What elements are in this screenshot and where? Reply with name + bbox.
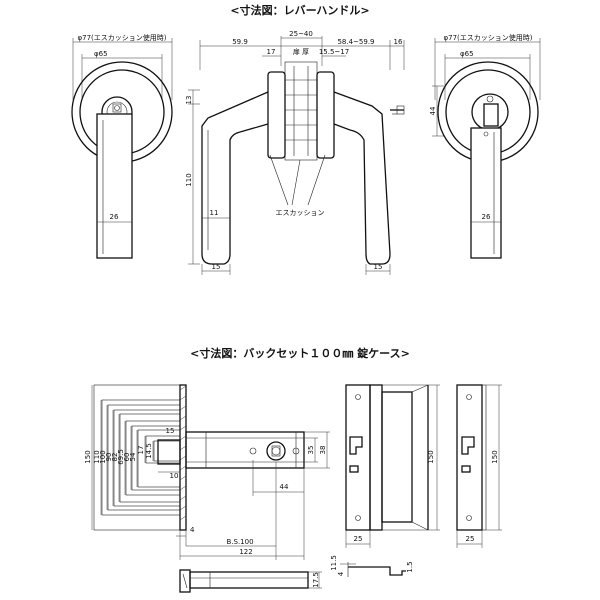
dim-16: 16 [394,38,403,46]
case-dim-38: 38 [319,446,327,455]
case-dim-44: 44 [280,483,289,491]
case-h-17: 17 [137,446,145,455]
dim-15-left: 15 [212,263,221,271]
dim-11: 11 [210,209,219,217]
lever-side-view: 59.9 25~40 58.4~59.9 16 17 15.5~17 扉 厚 [185,30,405,275]
left-outer-diameter: φ77(エスカッション使用時) [78,33,167,42]
case-backset: B.S.100 [226,538,253,546]
case-h-90: 90 [105,453,113,462]
bottom-dim-4: 4 [337,571,345,576]
case-h-100: 100 [99,450,107,463]
bottom-dim-11-5: 11.5 [330,555,338,571]
dim-25-40: 25~40 [289,30,313,38]
strike-width-25: 25 [466,535,475,543]
bottom-dim-17-5: 17.5 [312,572,320,588]
lever-left-front-view: φ77(エスカッション使用時) φ65 26 [71,33,173,259]
case-side-view: 150 110 100 90 82 69.5 60 54 17 14.5 15 … [84,384,330,560]
case-h-110: 110 [93,450,101,463]
dim-110: 110 [185,173,193,186]
case-dim-15: 15 [166,427,175,435]
case-h-69-5: 69.5 [117,449,125,465]
case-dim-35: 35 [307,446,315,455]
left-width-dim: 26 [110,213,119,221]
right-outer-diameter: φ77(エスカッション使用時) [444,33,533,42]
dim-13: 13 [185,96,193,105]
case-dim-10: 10 [170,472,179,480]
case-h-60: 60 [123,453,131,462]
dim-58-4-59-9: 58.4~59.9 [337,38,374,46]
bottom-dim-1-5: 1.5 [406,561,414,572]
right-inner-diameter: φ65 [460,50,474,58]
strike-plate-view: 150 25 [456,384,502,548]
dim-15-right: 15 [374,263,383,271]
case-h-54: 54 [129,452,137,461]
case-h-82: 82 [111,453,119,462]
dim-17: 17 [267,48,276,56]
case-dim-4: 4 [190,526,195,534]
case-dim-122: 122 [239,548,252,556]
front-width-25: 25 [354,535,363,543]
door-thickness: 扉 厚 [293,47,309,56]
strike-height-150: 150 [491,450,499,463]
case-bottom-view: 17.5 11.5 4 1.5 [179,555,414,593]
right-width-dim: 26 [482,213,491,221]
right-height-dim: 44 [429,106,437,115]
lever-title: <寸法図：レバーハンドル> [230,3,369,17]
dim-15-5-17: 15.5~17 [319,48,349,56]
lever-right-back-view: φ77(エスカッション使用時) φ65 44 26 [429,33,541,259]
case-h-14-5: 14.5 [145,443,153,459]
escutcheon-label: エスカッション [276,209,325,217]
front-height-150: 150 [427,450,435,463]
case-front-view: 150 25 [345,384,440,548]
left-inner-diameter: φ65 [94,50,108,58]
case-h-150: 150 [84,450,92,463]
backset-title: <寸法図：バックセット１００㎜ 錠ケース> [190,346,410,360]
dim-59-9: 59.9 [232,38,248,46]
